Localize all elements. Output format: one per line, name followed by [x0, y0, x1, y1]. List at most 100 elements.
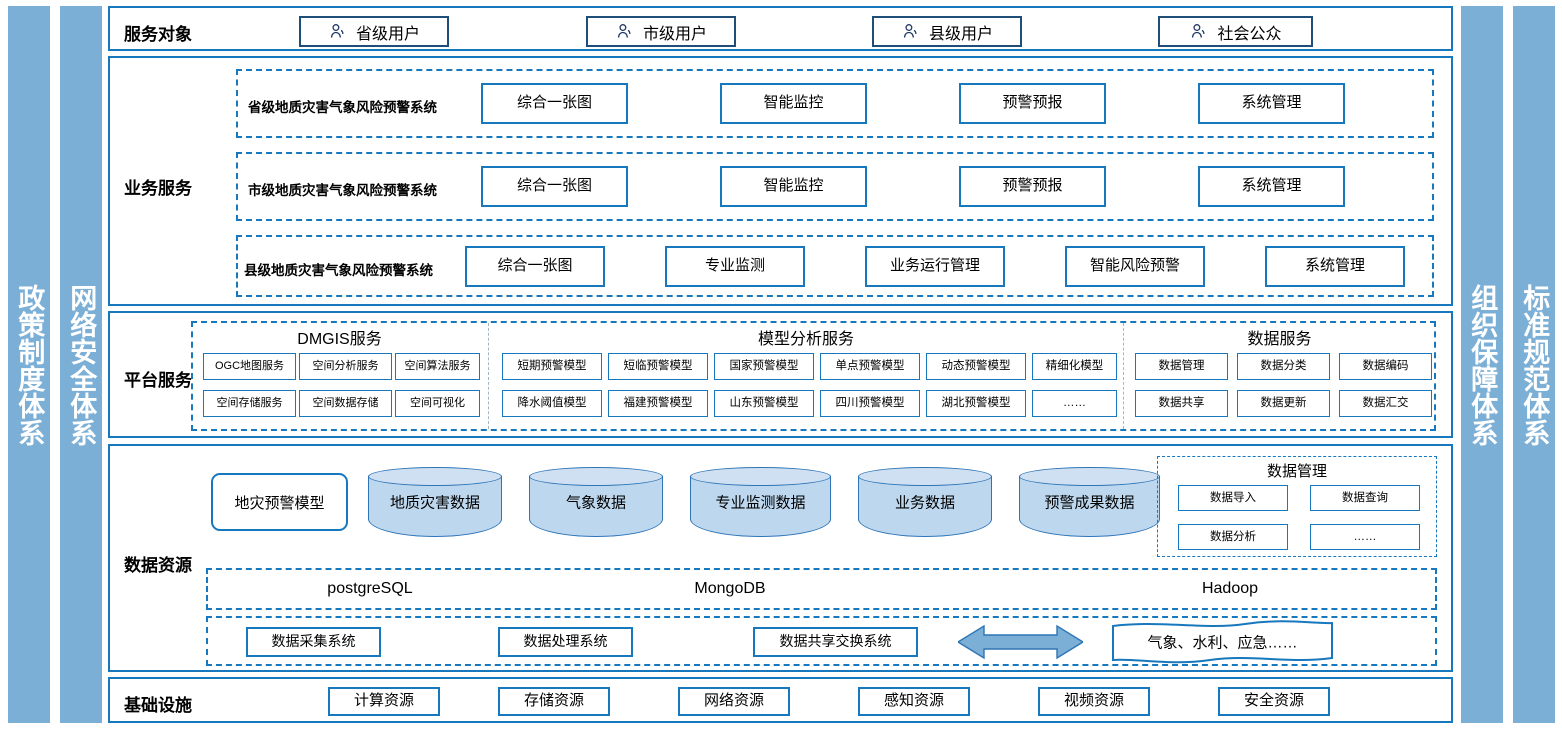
cylinder-body [368, 476, 502, 537]
service-object-label: 服务对象 [124, 25, 192, 44]
platform-service-label: 平台服务 [124, 371, 192, 390]
business-module-county-1[interactable]: 专业监测 [665, 246, 805, 287]
dmgis-item-4[interactable]: 空间数据存储 [299, 390, 392, 417]
dmgis-item-3[interactable]: 空间存储服务 [203, 390, 296, 417]
model-item-0[interactable]: 短期预警模型 [502, 353, 602, 380]
group-divider-1 [488, 323, 489, 429]
business-module-province-1[interactable]: 智能监控 [720, 83, 867, 124]
dataservice-item-3[interactable]: 数据共享 [1135, 390, 1228, 417]
business-module-city-1[interactable]: 智能监控 [720, 166, 867, 207]
business-row-city [236, 152, 1434, 221]
sidebar-organization-guarantee-system: 组织保障体系 [1461, 6, 1503, 723]
dmgis-item-5[interactable]: 空间可视化 [395, 390, 480, 417]
business-module-province-3[interactable]: 系统管理 [1198, 83, 1345, 124]
group-title-model-analysis: 模型分析服务 [757, 331, 854, 348]
external-departments-box[interactable]: 气象、水利、应急…… [1110, 620, 1335, 664]
system-data-sharing-exchange[interactable]: 数据共享交换系统 [753, 627, 918, 657]
user-chip-province[interactable]: 省级用户 [299, 16, 449, 47]
business-service-section: 业务服务 省级地质灾害气象风险预警系统 综合一张图 智能监控 预警预报 系统管理… [108, 56, 1453, 306]
dataservice-item-0[interactable]: 数据管理 [1135, 353, 1228, 380]
user-chip-city[interactable]: 市级用户 [586, 16, 736, 47]
cylinder-business-data[interactable]: 业务数据 [858, 467, 992, 537]
database-row-group [206, 568, 1437, 610]
platform-service-section: 平台服务 DMGIS服务 OGC地图服务 空间分析服务 空间算法服务 空间存储服… [108, 311, 1453, 438]
dmgis-item-1[interactable]: 空间分析服务 [299, 353, 392, 380]
business-module-city-2[interactable]: 预警预报 [959, 166, 1106, 207]
cylinder-body [690, 476, 831, 537]
cylinder-warning-result-data[interactable]: 预警成果数据 [1019, 467, 1160, 537]
infrastructure-item-5[interactable]: 安全资源 [1218, 687, 1330, 716]
model-item-7[interactable]: 福建预警模型 [608, 390, 708, 417]
business-module-county-3[interactable]: 智能风险预警 [1065, 246, 1205, 287]
infrastructure-item-1[interactable]: 存储资源 [498, 687, 610, 716]
business-module-county-2[interactable]: 业务运行管理 [865, 246, 1005, 287]
model-item-11[interactable]: …… [1032, 390, 1117, 417]
dmgis-item-2[interactable]: 空间算法服务 [395, 353, 480, 380]
dmgis-item-0[interactable]: OGC地图服务 [203, 353, 296, 380]
sidebar-network-security-system: 网络安全体系 [60, 6, 102, 723]
user-chip-public[interactable]: 社会公众 [1158, 16, 1313, 47]
data-management-item-0[interactable]: 数据导入 [1178, 485, 1288, 511]
user-chip-city-label: 市级用户 [642, 25, 707, 43]
cylinder-top [1019, 467, 1160, 486]
cylinder-label: 预警成果数据 [1044, 494, 1135, 512]
data-management-item-2[interactable]: 数据分析 [1178, 524, 1288, 550]
service-object-section: 服务对象 省级用户 市级用户 县级用户 社会公众 [108, 6, 1453, 51]
model-item-1[interactable]: 短临预警模型 [608, 353, 708, 380]
infrastructure-item-4[interactable]: 视频资源 [1038, 687, 1150, 716]
business-module-province-0[interactable]: 综合一张图 [481, 83, 628, 124]
business-module-county-4[interactable]: 系统管理 [1265, 246, 1405, 287]
platform-groups-container [191, 321, 1436, 431]
business-module-city-0[interactable]: 综合一张图 [481, 166, 628, 207]
user-chip-county[interactable]: 县级用户 [872, 16, 1022, 47]
dataservice-item-1[interactable]: 数据分类 [1237, 353, 1330, 380]
model-item-5[interactable]: 精细化模型 [1032, 353, 1117, 380]
cylinder-label: 专业监测数据 [715, 494, 806, 512]
business-module-province-2[interactable]: 预警预报 [959, 83, 1106, 124]
dataservice-item-5[interactable]: 数据汇交 [1339, 390, 1432, 417]
sidebar-organization-guarantee-system-label: 组织保障体系 [1467, 283, 1498, 446]
data-management-group [1157, 456, 1437, 557]
data-management-title: 数据管理 [1266, 463, 1327, 480]
system-data-processing[interactable]: 数据处理系统 [498, 627, 633, 657]
cylinder-meteorological-data[interactable]: 气象数据 [529, 467, 663, 537]
model-item-4[interactable]: 动态预警模型 [926, 353, 1026, 380]
data-resource-label: 数据资源 [124, 556, 192, 575]
sidebar-standard-norm-system: 标准规范体系 [1513, 6, 1555, 723]
group-title-data-service: 数据服务 [1247, 331, 1312, 348]
cylinder-professional-monitoring-data[interactable]: 专业监测数据 [690, 467, 831, 537]
business-row-province-system: 省级地质灾害气象风险预警系统 [248, 100, 437, 115]
model-item-9[interactable]: 四川预警模型 [820, 390, 920, 417]
business-module-county-0[interactable]: 综合一张图 [465, 246, 605, 287]
user-chip-county-label: 县级用户 [928, 25, 993, 43]
cylinder-top [529, 467, 663, 486]
infrastructure-label: 基础设施 [124, 696, 192, 715]
group-divider-2 [1123, 323, 1124, 429]
business-module-city-3[interactable]: 系统管理 [1198, 166, 1345, 207]
disaster-warning-model-box[interactable]: 地灾预警模型 [211, 473, 348, 531]
dataservice-item-2[interactable]: 数据编码 [1339, 353, 1432, 380]
data-management-item-1[interactable]: 数据查询 [1310, 485, 1420, 511]
cylinder-label: 业务数据 [894, 494, 955, 512]
cylinder-top [858, 467, 992, 486]
system-data-collection[interactable]: 数据采集系统 [246, 627, 381, 657]
cylinder-body [858, 476, 992, 537]
infrastructure-item-3[interactable]: 感知资源 [858, 687, 970, 716]
user-icon [1192, 24, 1206, 38]
cylinder-geo-disaster-data[interactable]: 地质灾害数据 [368, 467, 502, 537]
model-item-8[interactable]: 山东预警模型 [714, 390, 814, 417]
dataservice-item-4[interactable]: 数据更新 [1237, 390, 1330, 417]
model-item-6[interactable]: 降水阈值模型 [502, 390, 602, 417]
model-item-10[interactable]: 湖北预警模型 [926, 390, 1026, 417]
group-title-dmgis: DMGIS服务 [297, 331, 382, 348]
data-management-item-3[interactable]: …… [1310, 524, 1420, 550]
infrastructure-item-2[interactable]: 网络资源 [678, 687, 790, 716]
user-icon [903, 24, 917, 38]
business-row-county-system: 县级地质灾害气象风险预警系统 [244, 263, 433, 278]
model-item-2[interactable]: 国家预警模型 [714, 353, 814, 380]
business-row-county [236, 235, 1434, 297]
sidebar-network-security-system-label: 网络安全体系 [66, 283, 97, 446]
infrastructure-item-0[interactable]: 计算资源 [328, 687, 440, 716]
model-item-3[interactable]: 单点预警模型 [820, 353, 920, 380]
double-arrow-icon [956, 624, 1085, 660]
